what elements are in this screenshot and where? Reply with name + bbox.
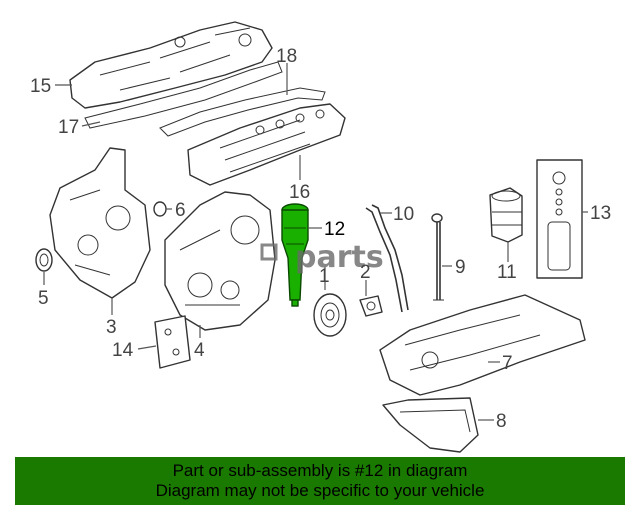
callout-1[interactable]: 1	[319, 266, 330, 287]
part-13-filter-kit[interactable]	[536, 159, 583, 279]
callout-14[interactable]: 14	[112, 340, 134, 361]
callout-12[interactable]: 12	[324, 219, 345, 240]
callout-9[interactable]: 9	[455, 257, 466, 278]
banner-line-part-number: Part or sub-assembly is #12 in diagram	[172, 461, 468, 480]
part-2-sensor[interactable]	[359, 295, 383, 317]
part-14-bracket[interactable]	[154, 315, 191, 369]
part-5-seal[interactable]	[35, 248, 53, 272]
banner-line-disclaimer: Diagram may not be specific to your vehi…	[155, 481, 485, 500]
part-17-gasket[interactable]	[84, 61, 283, 129]
svg-text:parts: parts	[295, 240, 384, 275]
callout-11[interactable]: 11	[497, 262, 517, 283]
callout-3[interactable]: 3	[106, 317, 117, 338]
part-9-dipstick[interactable]	[431, 213, 444, 301]
part-8-oil-pan-lower[interactable]	[382, 397, 479, 453]
callout-16[interactable]: 16	[289, 182, 310, 203]
callout-15[interactable]: 15	[30, 76, 51, 97]
callout-6[interactable]: 6	[175, 200, 186, 221]
callout-10[interactable]: 10	[393, 204, 414, 225]
callout-13[interactable]: 13	[590, 203, 611, 224]
part-16-valve-cover[interactable]	[187, 103, 346, 186]
info-banner: Part or sub-assembly is #12 in diagram D…	[15, 457, 625, 505]
callout-18[interactable]: 18	[276, 46, 297, 67]
part-18-gasket[interactable]	[159, 87, 326, 137]
part-12-oil-filler-tube[interactable]	[281, 203, 309, 307]
parts-watermark: parts	[260, 240, 384, 275]
part-6-seal[interactable]	[153, 201, 167, 217]
part-7-oil-pan-upper[interactable]	[379, 294, 586, 396]
leader-lines	[43, 63, 588, 421]
part-1-pulley[interactable]	[313, 293, 347, 337]
callout-8[interactable]: 8	[496, 411, 507, 432]
engine-parts-diagram: parts 15 17 18 16 6 5 3 14 4 12 1 2 10 9…	[30, 21, 611, 453]
callout-5[interactable]: 5	[38, 288, 49, 309]
callout-7[interactable]: 7	[502, 353, 513, 374]
callout-4[interactable]: 4	[194, 340, 205, 361]
part-10-dipstick-tube[interactable]	[365, 204, 409, 313]
part-15-valve-cover[interactable]	[69, 21, 273, 109]
part-11-oil-filter-housing[interactable]	[489, 187, 523, 243]
callout-17[interactable]: 17	[58, 117, 79, 138]
part-4-engine-block[interactable]	[164, 191, 276, 331]
callout-2[interactable]: 2	[360, 262, 371, 283]
part-3-timing-cover[interactable]	[49, 147, 151, 299]
